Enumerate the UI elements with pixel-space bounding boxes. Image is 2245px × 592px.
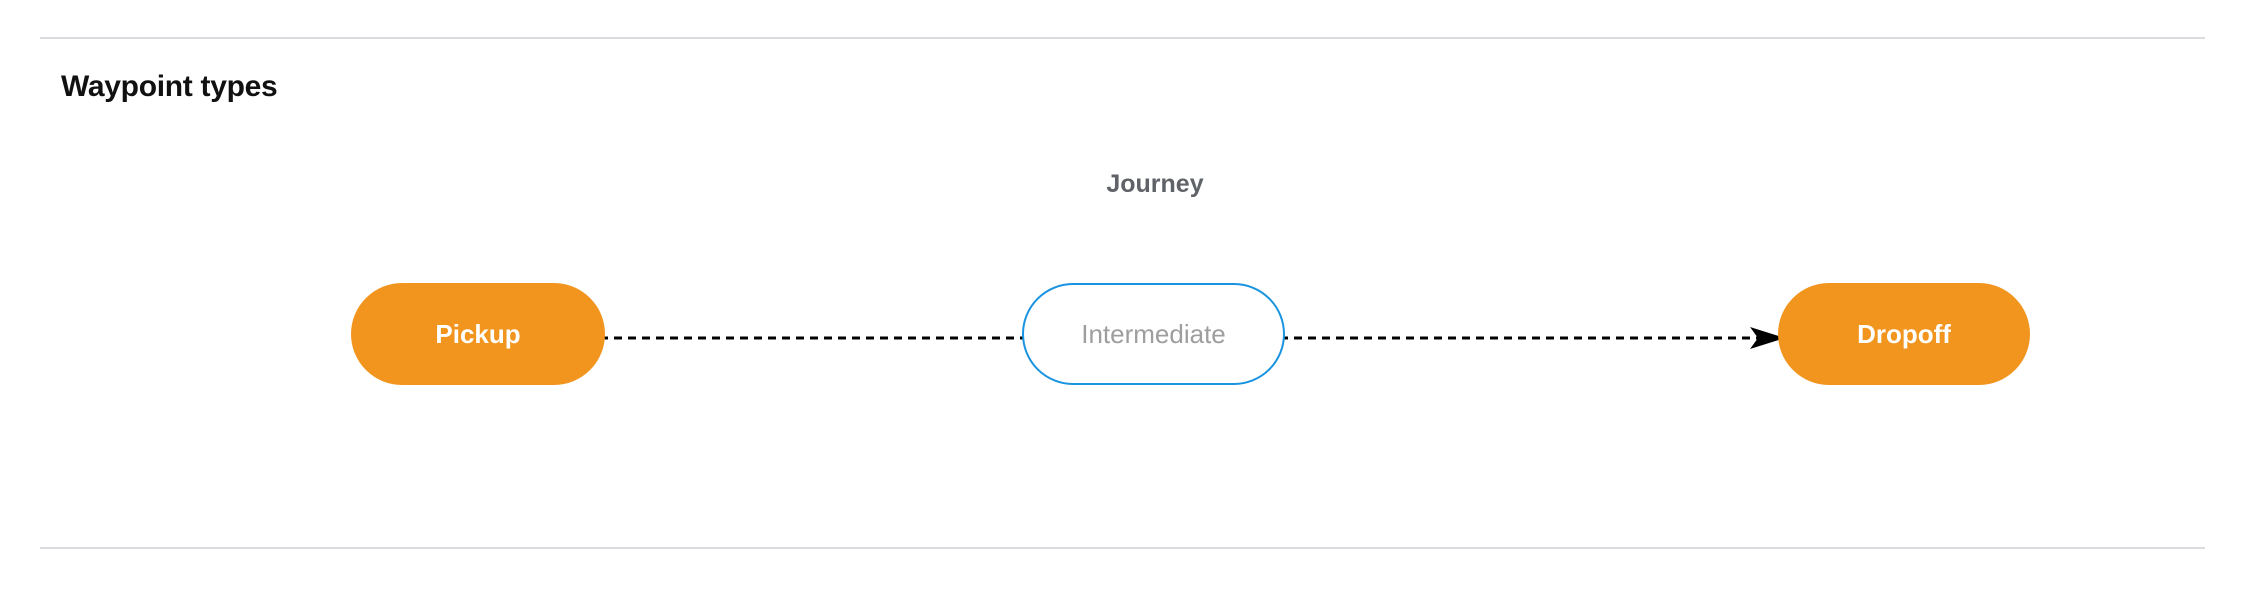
journey-group-label: Journey xyxy=(1106,170,1204,198)
waypoint-node-dropoff[interactable]: Dropoff xyxy=(1778,283,2030,385)
waypoint-node-pickup[interactable]: Pickup xyxy=(351,283,605,385)
page-title: Waypoint types xyxy=(61,70,278,103)
waypoint-node-label: Dropoff xyxy=(1857,319,1951,349)
arrowhead-icon xyxy=(1750,327,1785,349)
waypoint-node-label: Intermediate xyxy=(1081,319,1226,349)
waypoint-node-intermediate[interactable]: Intermediate xyxy=(1022,283,1285,385)
section-divider-bottom xyxy=(40,547,2205,549)
section-divider-top xyxy=(40,37,2205,39)
connector-pickup-to-intermediate xyxy=(600,336,1030,340)
connector-intermediate-to-dropoff xyxy=(1280,327,1785,349)
waypoint-node-label: Pickup xyxy=(435,319,521,349)
